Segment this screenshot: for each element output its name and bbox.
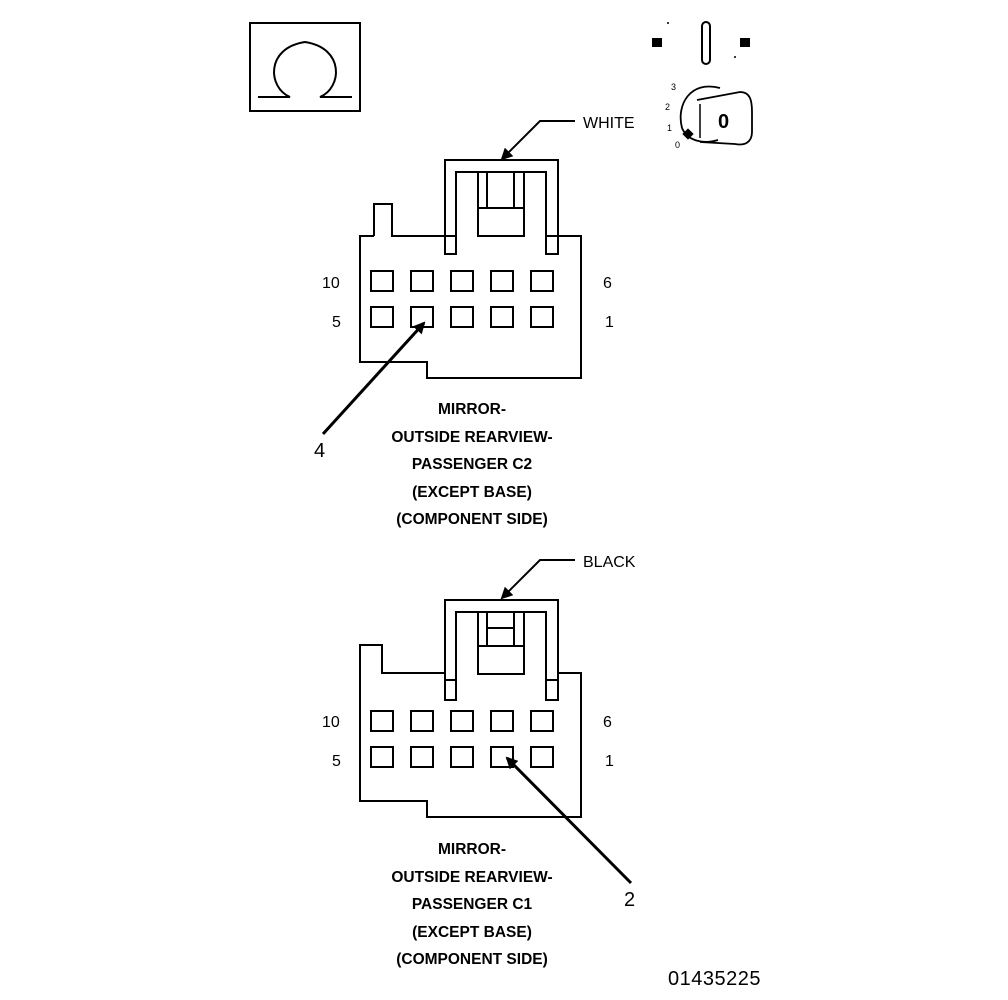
connector-c1-latch <box>444 599 559 701</box>
pin-label-6: 6 <box>603 275 612 292</box>
cavity <box>490 746 514 768</box>
cavity <box>530 746 554 768</box>
cavity <box>490 270 514 292</box>
cavity <box>450 710 474 732</box>
omega-symbol-icon <box>249 22 361 112</box>
connector-c2-housing <box>359 203 582 379</box>
connector-c1: 10 6 5 1 BLACK 2 <box>322 554 636 911</box>
connector-c1-housing <box>359 644 582 818</box>
color-label-black: BLACK <box>583 554 636 571</box>
cavity <box>530 270 554 292</box>
connector-c2: 10 6 5 1 WHITE 4 <box>314 115 635 462</box>
caption-line: PASSENGER C2 <box>411 456 533 473</box>
figure-id: 01435225 <box>668 968 761 990</box>
pin-label-1: 1 <box>605 753 614 770</box>
pin-label-1: 1 <box>605 314 614 331</box>
connector-c2-cavities <box>370 270 554 328</box>
key-position-1: 1 <box>667 123 672 133</box>
pin-label-6: 6 <box>603 714 612 731</box>
cavity <box>410 270 434 292</box>
key-position-2: 2 <box>665 102 670 112</box>
color-leader-c1 <box>500 559 575 600</box>
caption-line: (COMPONENT SIDE) <box>396 511 548 528</box>
ignition-key-icon: 0 3 2 1 0 <box>652 21 753 150</box>
caption-line: (COMPONENT SIDE) <box>396 951 548 968</box>
cavity <box>490 306 514 328</box>
caption-line: (EXCEPT BASE) <box>412 923 532 941</box>
callout-arrow-4 <box>321 321 426 436</box>
cavity <box>490 710 514 732</box>
callout-4: 4 <box>314 440 325 462</box>
caption-line: (EXCEPT BASE) <box>412 483 532 501</box>
cavity <box>410 710 434 732</box>
key-label: 0 <box>718 111 729 133</box>
cavity <box>410 746 434 768</box>
callout-2: 2 <box>624 889 635 911</box>
pin-label-5: 5 <box>332 753 341 770</box>
connector-c2-caption: MIRROR- OUTSIDE REARVIEW- PASSENGER C2 (… <box>322 396 622 534</box>
cavity <box>450 270 474 292</box>
cavity <box>370 270 394 292</box>
caption-line: OUTSIDE REARVIEW- <box>391 868 553 886</box>
cavity <box>450 306 474 328</box>
pin-label-10: 10 <box>322 275 340 292</box>
cavity <box>370 710 394 732</box>
caption-line: MIRROR- <box>437 841 507 858</box>
key-position-3: 3 <box>671 82 676 92</box>
connector-c1-cavities <box>370 710 554 768</box>
caption-line: PASSENGER C1 <box>411 896 533 913</box>
pin-label-5: 5 <box>332 314 341 331</box>
cavity <box>370 306 394 328</box>
cavity <box>530 306 554 328</box>
color-leader-c2 <box>500 120 575 161</box>
cavity <box>530 710 554 732</box>
connector-c2-latch <box>444 159 559 255</box>
callout-arrow-2 <box>505 756 633 885</box>
caption-line: OUTSIDE REARVIEW- <box>391 428 553 446</box>
pin-label-10: 10 <box>322 714 340 731</box>
cavity <box>370 746 394 768</box>
caption-line: MIRROR- <box>437 401 507 418</box>
color-label-white: WHITE <box>583 115 635 132</box>
key-position-0: 0 <box>675 140 680 150</box>
cavity <box>450 746 474 768</box>
connector-c1-caption: MIRROR- OUTSIDE REARVIEW- PASSENGER C1 (… <box>322 836 622 974</box>
